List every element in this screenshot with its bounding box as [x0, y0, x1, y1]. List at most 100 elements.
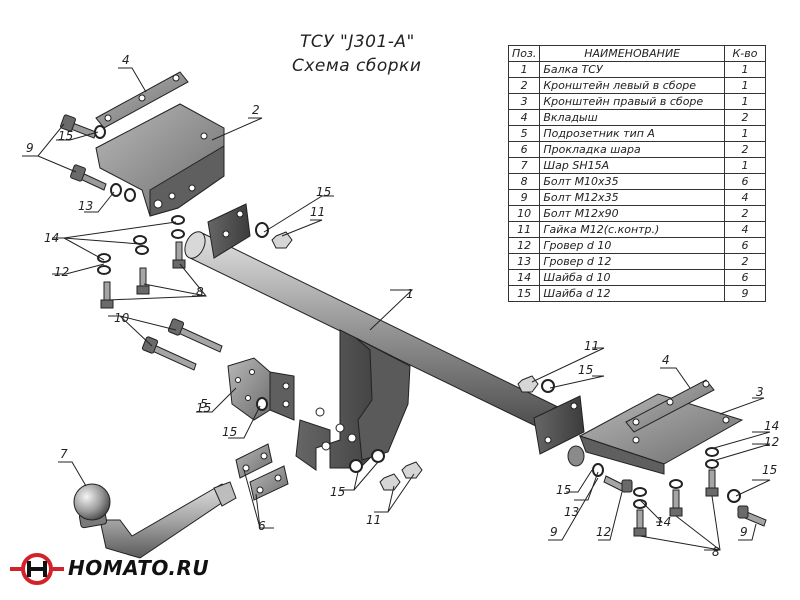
washers-left: [94, 125, 293, 275]
tow-beam: [184, 203, 585, 471]
cell-pos: 5: [507, 125, 541, 142]
callout-15: 15: [222, 425, 237, 439]
callout-2: 2: [252, 103, 260, 117]
brand-logo: HOMATO.RU: [8, 552, 238, 588]
cell-qty: 6: [724, 173, 766, 190]
callout-9: 9: [550, 525, 558, 539]
callout-15: 15: [330, 485, 345, 499]
header-qty: К-во: [724, 45, 766, 62]
cell-pos: 14: [507, 269, 541, 286]
cell-pos: 13: [507, 253, 541, 270]
insert-right: [625, 379, 715, 433]
cell-qty: 2: [724, 253, 766, 270]
cell-qty: 1: [724, 93, 766, 110]
diagram-title: ТСУ "J301-A" Схема сборки: [292, 30, 500, 78]
callout-13: 13: [564, 505, 579, 519]
cell-qty: 6: [724, 237, 766, 254]
callout-11: 11: [366, 513, 381, 527]
cell-name: Кронштейн левый в сборе: [539, 77, 725, 94]
cell-qty: 2: [724, 205, 766, 222]
insert-left: [95, 71, 189, 129]
cell-name: Вкладыш: [539, 109, 725, 126]
callout-9: 9: [26, 141, 34, 155]
cell-pos: 8: [507, 173, 541, 190]
brand-emblem-icon: [10, 553, 64, 585]
cell-pos: 9: [507, 189, 541, 206]
right-bracket: [567, 393, 744, 475]
cell-pos: 3: [507, 93, 541, 110]
bolt-m10x35-left-group: [100, 241, 186, 309]
cell-qty: 6: [724, 269, 766, 286]
cell-name: Гайка М12(с.контр.): [539, 221, 725, 238]
callout-8: 8: [712, 545, 720, 559]
callout-15: 15: [316, 185, 331, 199]
tow-ball: [73, 481, 237, 559]
nuts-center: [349, 449, 423, 491]
callout-15: 15: [578, 363, 593, 377]
cell-name: Балка ТСУ: [539, 61, 725, 78]
cell-name: Болт М12х35: [539, 189, 725, 206]
leader-lines: [22, 67, 771, 551]
cell-pos: 1: [507, 61, 541, 78]
callout-8: 8: [196, 285, 204, 299]
left-bracket: [95, 103, 225, 217]
cell-pos: 11: [507, 221, 541, 238]
cell-pos: 12: [507, 237, 541, 254]
fasteners-right: [592, 447, 767, 537]
callout-14: 14: [764, 419, 779, 433]
cell-name: Прокладка шара: [539, 141, 725, 158]
cell-pos: 2: [507, 77, 541, 94]
callout-14: 14: [656, 515, 671, 529]
cell-qty: 1: [724, 61, 766, 78]
socket-plate: [227, 357, 295, 421]
callout-3: 3: [756, 385, 764, 399]
bolt-m12x35-left-group: [60, 114, 107, 191]
callout-12: 12: [596, 525, 611, 539]
callout-6: 6: [258, 519, 266, 533]
callout-9: 9: [740, 525, 748, 539]
callout-10: 10: [114, 311, 130, 325]
assembly-subtitle: Схема сборки: [292, 56, 422, 76]
callout-1: 1: [406, 287, 414, 301]
parts-table-header: Поз. НАИМЕНОВАНИЕ К-во: [507, 45, 766, 62]
ball-spacers: [235, 443, 289, 501]
brand-text: HOMATO.RU: [68, 556, 210, 580]
cell-qty: 4: [724, 189, 766, 206]
callout-11: 11: [584, 339, 599, 353]
cell-name: Шайба d 10: [539, 269, 725, 286]
cell-qty: 9: [724, 285, 766, 302]
cell-pos: 7: [507, 157, 541, 174]
callout-5: 5: [200, 397, 208, 411]
callout-12: 12: [54, 265, 69, 279]
callout-13: 13: [78, 199, 93, 213]
cell-pos: 15: [507, 285, 541, 302]
cell-pos: 10: [507, 205, 541, 222]
callout-15: 15: [556, 483, 571, 497]
cell-qty: 1: [724, 125, 766, 142]
cell-qty: 4: [724, 221, 766, 238]
cell-name: Болт М10х35: [539, 173, 725, 190]
callout-11: 11: [310, 205, 325, 219]
header-name: НАИМЕНОВАНИЕ: [539, 45, 725, 62]
callout-15: 15: [196, 401, 211, 415]
bolt-m12x90-group: [141, 318, 223, 371]
product-title: ТСУ "J301-A": [300, 32, 415, 52]
callout-15: 15: [58, 129, 73, 143]
callout-7: 7: [60, 447, 68, 461]
